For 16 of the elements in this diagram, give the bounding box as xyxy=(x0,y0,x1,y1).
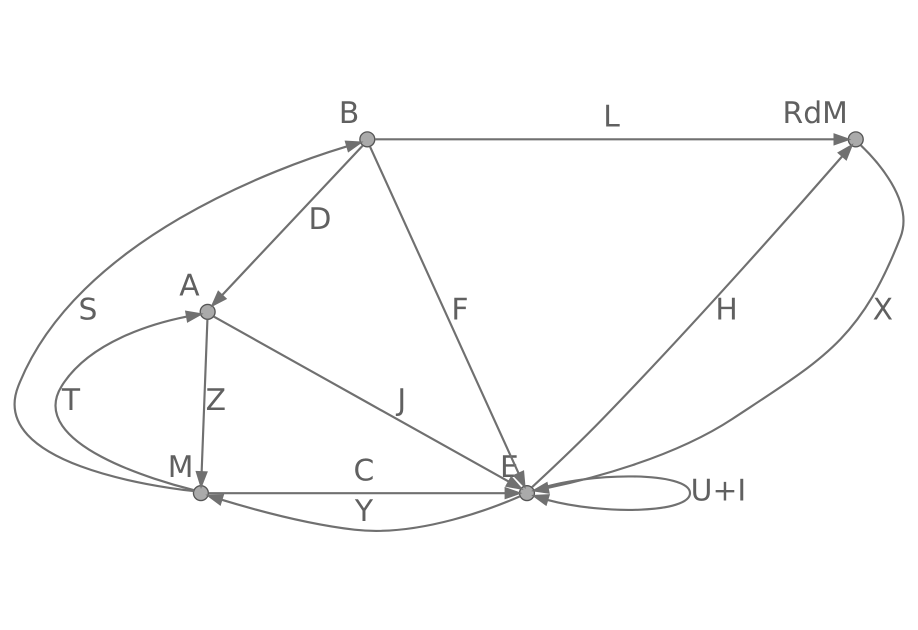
edge-label: L xyxy=(603,99,620,134)
node-label: RdM xyxy=(782,96,848,131)
node-label: M xyxy=(168,450,194,485)
edge-label: H xyxy=(715,292,738,327)
edge-label: Z xyxy=(206,382,226,418)
edge-label: J xyxy=(397,382,406,418)
edge-label: U+I xyxy=(690,473,746,508)
node-label: A xyxy=(179,268,200,304)
edge-label: D xyxy=(308,201,332,236)
edge-label: X xyxy=(872,292,894,327)
edge-label: Y xyxy=(354,494,374,529)
edge-label: F xyxy=(451,292,469,327)
edge-label: T xyxy=(62,382,80,418)
node-label: B xyxy=(338,96,360,131)
edge-label: C xyxy=(354,452,374,488)
edge-label: S xyxy=(78,292,98,327)
